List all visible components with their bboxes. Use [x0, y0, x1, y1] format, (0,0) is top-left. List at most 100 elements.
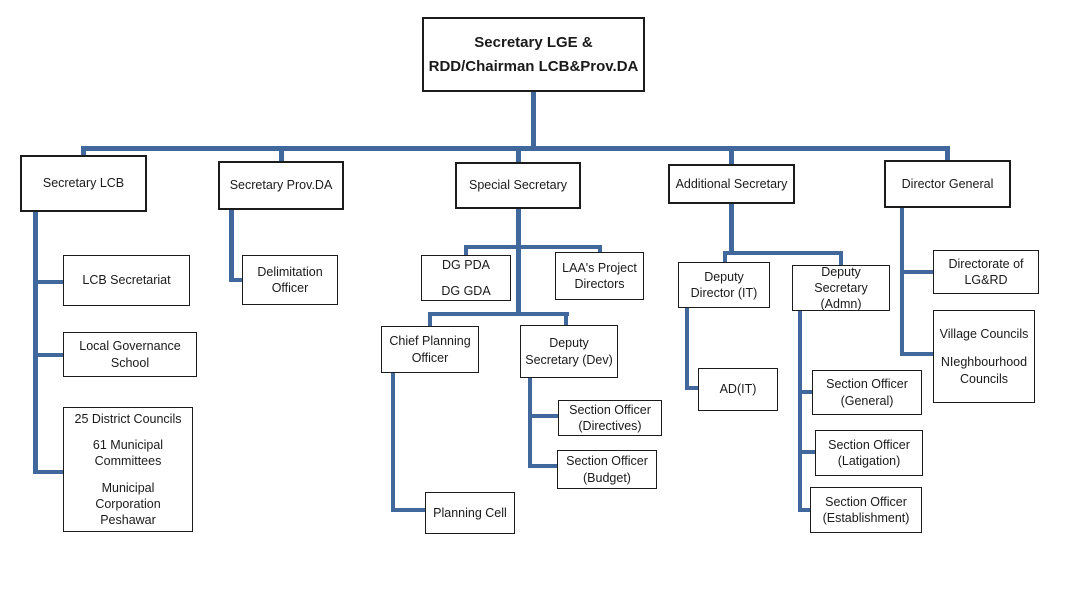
- node-label: Section Officer: [566, 454, 648, 469]
- org-node-section-officer-establishment: Section Officer (Establishment): [810, 487, 922, 533]
- node-label: Deputy: [704, 269, 744, 284]
- org-node-deputy-director-it: Deputy Director (IT): [678, 262, 770, 308]
- connector-dsdev-vertical: [528, 378, 532, 468]
- node-label: RDD/Chairman LCB&Prov.DA: [428, 57, 639, 75]
- org-node-planning-cell: Planning Cell: [425, 492, 515, 534]
- connector-dsdev-drop: [564, 312, 568, 326]
- node-label: (General): [840, 393, 894, 408]
- connector-special-bar1: [464, 245, 602, 249]
- node-label: Secretary (Dev): [525, 352, 613, 367]
- node-label: Planning Cell: [433, 505, 507, 520]
- org-node-dg-pda-gda: DG PDA DG GDA: [421, 255, 511, 301]
- node-label: LG&RD: [964, 273, 1008, 287]
- node-label: AD(IT): [719, 382, 757, 397]
- node-label: Delimitation: [257, 264, 323, 279]
- connector-directorate-branch: [900, 270, 933, 274]
- node-label: LCB Secretariat: [82, 273, 171, 288]
- node-label: Director General: [901, 176, 994, 191]
- connector-addl-vertical: [729, 203, 734, 255]
- connector-planning-cell-branch: [391, 508, 425, 512]
- node-label: (Directives): [578, 419, 642, 433]
- org-node-district-councils: 25 District Councils 61 Municipal Commit…: [63, 407, 193, 532]
- connector-lg-school-branch: [38, 353, 63, 357]
- node-label: (Budget): [583, 470, 631, 485]
- node-label: Chief Planning: [389, 334, 471, 349]
- node-label: Directors: [574, 277, 625, 291]
- org-node-ad-it: AD(IT): [698, 368, 778, 411]
- org-node-secretary-lcb: Secretary LCB: [20, 155, 147, 212]
- org-node-delimitation-officer: Delimitation Officer: [242, 255, 338, 305]
- org-node-laa-project-directors: LAA's Project Directors: [555, 252, 644, 300]
- node-label: DG GDA: [441, 284, 491, 298]
- connector-lcb-secretariat-branch: [38, 280, 63, 284]
- node-label: Section Officer: [826, 377, 908, 392]
- connector-dgpda-drop: [464, 245, 468, 256]
- connector-dsadmn-vertical: [798, 311, 802, 512]
- org-node-section-officer-latigation: Section Officer (Latigation): [815, 430, 923, 476]
- connector-dsadmn-drop: [839, 251, 843, 266]
- connector-so-general-branch: [798, 390, 812, 394]
- node-label: Officer: [411, 350, 449, 365]
- node-label: Secretary LGE &: [474, 34, 593, 52]
- node-label: 61 Municipal Committees: [92, 438, 164, 469]
- connector-councils-branch: [38, 470, 63, 474]
- node-label: Secretary: [814, 280, 868, 295]
- org-node-deputy-secretary-admn: Deputy Secretary (Admn): [792, 265, 890, 311]
- connector-budget-branch: [528, 464, 557, 468]
- node-label: Section Officer: [828, 437, 910, 452]
- org-node-village-neighbourhood-councils: Village Councils NIeghbourhood Councils: [933, 310, 1035, 403]
- org-node-secretary-lge-rdd: Secretary LGE & RDD/Chairman LCB&Prov.DA: [422, 17, 645, 92]
- org-node-chief-planning-officer: Chief Planning Officer: [381, 326, 479, 373]
- connector-trunk-vertical: [531, 92, 536, 148]
- connector-drop-special-secretary: [516, 146, 521, 163]
- node-label: Additional Secretary: [675, 176, 788, 191]
- org-node-section-officer-budget: Section Officer (Budget): [557, 450, 657, 489]
- node-label: School: [110, 355, 150, 370]
- org-node-section-officer-general: Section Officer (General): [812, 370, 922, 415]
- node-label: (Establishment): [822, 511, 910, 525]
- org-node-lcb-secretariat: LCB Secretariat: [63, 255, 190, 306]
- org-node-secretary-provda: Secretary Prov.DA: [218, 161, 344, 210]
- node-label: Secretary Prov.DA: [229, 178, 333, 193]
- org-node-section-officer-directives: Section Officer (Directives): [558, 400, 662, 436]
- connector-cpo-vertical: [391, 373, 395, 512]
- connector-adit-branch: [685, 386, 698, 390]
- node-label: NIeghbourhood Councils: [940, 355, 1028, 386]
- node-label: Director (IT): [690, 286, 758, 300]
- connector-drop-secretary-provda: [279, 146, 284, 162]
- org-node-special-secretary: Special Secretary: [455, 162, 581, 209]
- node-label: LAA's Project: [562, 260, 637, 275]
- connector-so-establishment-branch: [798, 508, 810, 512]
- connector-village-branch: [900, 352, 933, 356]
- node-label: Deputy: [821, 264, 861, 279]
- connector-special-vertical: [516, 209, 521, 316]
- node-label: (Admn): [820, 297, 862, 312]
- connector-drop-additional-secretary: [729, 146, 734, 165]
- node-label: Secretary LCB: [42, 176, 125, 191]
- connector-directives-branch: [528, 414, 558, 418]
- connector-so-latigation-branch: [798, 450, 815, 454]
- connector-provda-vertical: [229, 210, 234, 282]
- connector-special-bar2: [428, 312, 569, 316]
- node-label: Special Secretary: [469, 178, 567, 193]
- connector-delimitation-branch: [229, 278, 242, 282]
- org-node-local-governance-school: Local Governance School: [63, 332, 197, 377]
- connector-drop-director-general: [945, 146, 950, 161]
- connector-laa-drop: [598, 245, 602, 253]
- node-label: Village Councils: [939, 327, 1029, 342]
- node-label: Deputy: [549, 336, 589, 351]
- connector-ddit-vertical: [685, 308, 689, 390]
- node-label: (Latigation): [837, 454, 901, 468]
- node-label: DG PDA: [442, 257, 490, 272]
- node-label: 25 District Councils: [74, 411, 182, 426]
- org-node-additional-secretary: Additional Secretary: [668, 164, 795, 204]
- node-label: Local Governance: [79, 339, 181, 354]
- node-label: Section Officer: [825, 494, 907, 509]
- connector-drop-secretary-lcb: [81, 146, 86, 156]
- node-label: Municipal Corporation Peshawar: [95, 480, 161, 528]
- connector-addl-bar: [723, 251, 843, 255]
- org-node-directorate-lgrd: Directorate of LG&RD: [933, 250, 1039, 294]
- org-node-deputy-secretary-dev: Deputy Secretary (Dev): [520, 325, 618, 378]
- org-node-director-general: Director General: [884, 160, 1011, 208]
